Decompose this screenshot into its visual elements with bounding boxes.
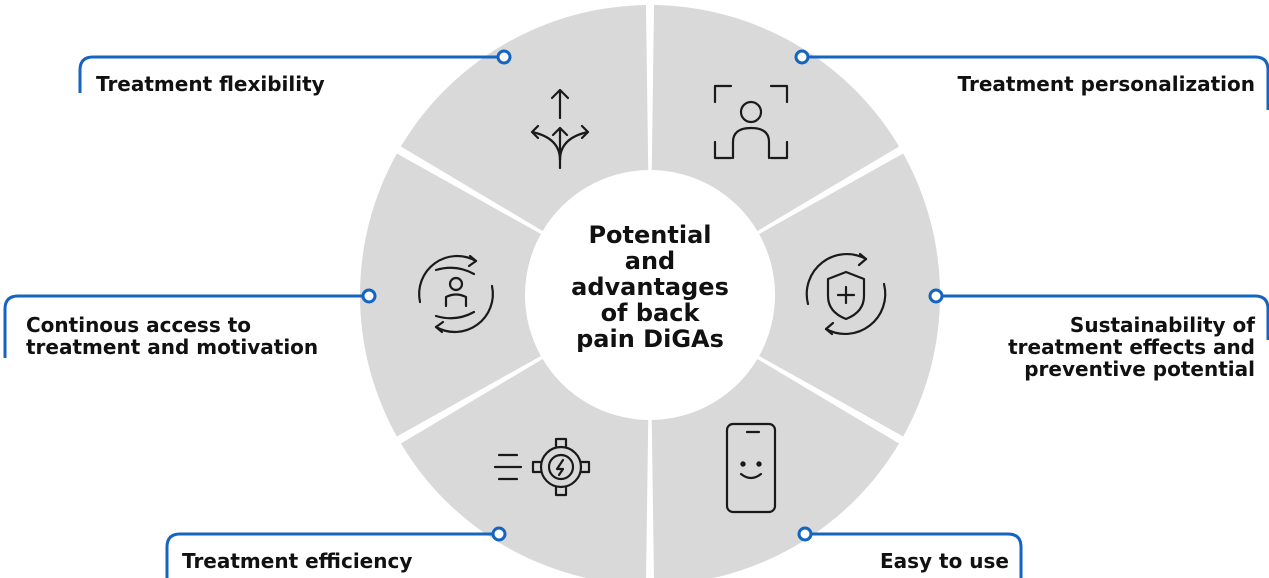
label-personalization: Treatment personalization [958,73,1255,95]
center-circle [532,177,768,413]
center-title-line: pain DiGAs [576,325,724,353]
label-easy-to-use: Easy to use [880,550,1009,572]
label-continuous-access: Continous access to treatment and motiva… [26,314,318,358]
segment-flexibility [400,5,649,231]
connector-dot-flexibility [496,49,512,65]
connector-efficiency [165,532,499,578]
center-title-line: Potential [588,221,712,249]
label-line: Treatment efficiency [182,549,413,573]
connector-flexibility [78,55,504,93]
connector-personalization [802,55,1269,110]
label-line: Continous access to [26,313,251,337]
label-line: preventive potential [1024,357,1255,381]
connector-dot-continuous-access [361,288,377,304]
connector-continuous-access [3,294,369,358]
segment-personalization [651,5,900,231]
connector-dot-sustainability [928,288,944,304]
branching-arrows-icon [530,88,590,170]
center-title-line: of back [600,299,700,327]
connectors [3,55,1269,578]
person-focus-icon [713,84,789,160]
label-line: Treatment flexibility [96,72,325,96]
segment-efficiency [400,359,649,578]
label-line: Easy to use [879,549,1009,573]
smartphone-smiley-icon [725,422,777,514]
connector-dots [361,49,944,542]
center-title: Potential and advantages of back pain Di… [550,222,750,352]
label-efficiency: Treatment efficiency [182,550,412,572]
label-sustainability: Sustainability of treatment effects and … [1008,314,1255,380]
center-title-line: advantages [571,273,729,301]
connector-sustainability [936,294,1269,340]
center-title-line: and [624,247,676,275]
connector-dot-personalization [794,49,810,65]
connector-dot-easy-to-use [797,526,813,542]
hands-person-cycle-icon [418,254,494,334]
connector-easy-to-use [805,532,1023,578]
label-line: treatment effects and [1008,335,1255,359]
label-flexibility: Treatment flexibility [96,73,325,95]
connector-dot-efficiency [491,526,507,542]
label-line: treatment and motivation [26,335,319,359]
shield-plus-cycle-icon [805,252,887,336]
label-line: Sustainability of [1069,313,1255,337]
label-line: Treatment personalization [957,72,1255,96]
fast-gear-lightning-icon [493,437,591,497]
